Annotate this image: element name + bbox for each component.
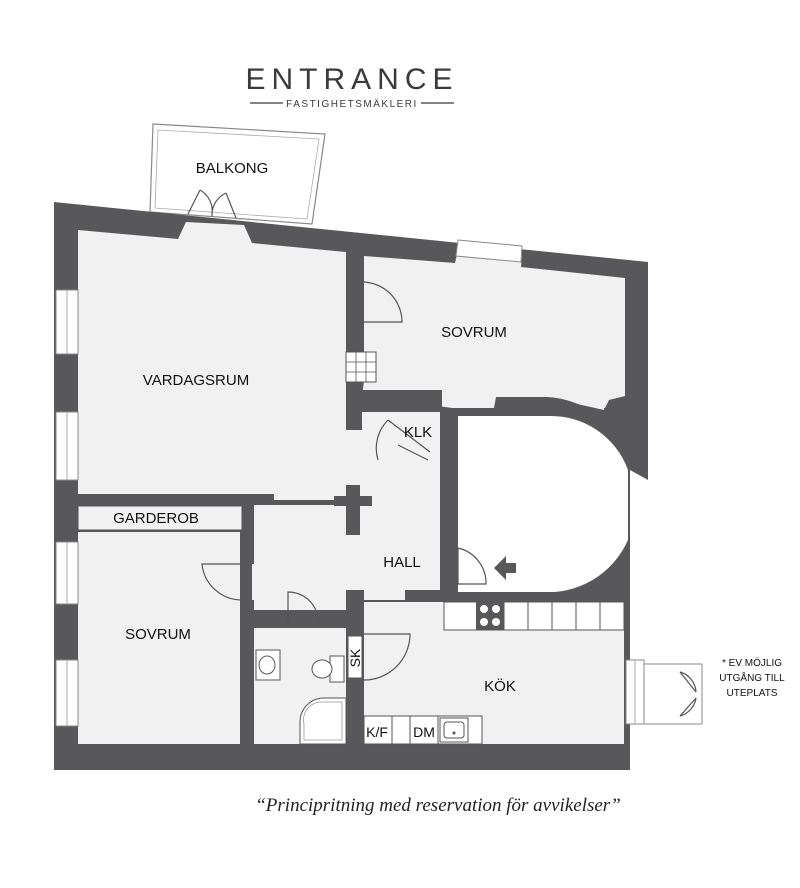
- bedroom-top-floor: [362, 250, 625, 410]
- bedroom-top-label: SOVRUM: [441, 324, 507, 341]
- toilet-icon: [311, 655, 345, 683]
- kitchen-counter-top: [443, 601, 625, 631]
- dishwasher-label: DM: [413, 724, 435, 740]
- fixtures: SK K/F DM: [77, 351, 703, 745]
- brand-logo: ENTRANCE FASTIGHETSMÄKLERI: [245, 63, 458, 110]
- kitchen-label: KÖK: [484, 677, 516, 695]
- balcony-door: [187, 189, 237, 219]
- cabinet-sk: SK: [347, 635, 363, 679]
- doors: [201, 281, 516, 681]
- wardrobe-label: GARDEROB: [113, 510, 199, 527]
- entrance-cutout: [458, 415, 628, 593]
- fridge-freezer-label: K/F: [366, 724, 388, 740]
- stove-icon: [476, 602, 504, 630]
- entrance-arrow-icon: [494, 556, 516, 580]
- balcony: BALKONG: [149, 123, 326, 225]
- door-kitchen: [363, 633, 411, 681]
- klk-floor: [362, 412, 440, 460]
- brand-tagline: FASTIGHETSMÄKLERI: [286, 98, 418, 110]
- door-klk: [375, 419, 431, 461]
- radiator-grid-icon: [345, 351, 377, 383]
- room-labels: VARDAGSRUM SOVRUM KLK GARDEROB HALL SOVR…: [113, 324, 516, 695]
- disclaimer-caption: “Principritning med reservation för avvi…: [255, 795, 621, 816]
- patio-note-line2: UTGÅNG TILL: [719, 671, 785, 684]
- kitchen-sink-icon: [439, 717, 469, 743]
- hall-label: HALL: [383, 554, 421, 571]
- patio-note: * EV MÖJLIG UTGÅNG TILL UTEPLATS: [719, 657, 785, 699]
- window-top-bedroom: [455, 239, 523, 263]
- bedroom-bottom-label: SOVRUM: [125, 626, 191, 643]
- door-bathroom: [287, 591, 319, 627]
- wardrobe-floor: [78, 506, 242, 530]
- door-entrance: [457, 547, 487, 585]
- living-room-label: VARDAGSRUM: [143, 372, 249, 389]
- klk-label: KLK: [404, 424, 432, 441]
- door-bedroom-bottom: [201, 563, 243, 601]
- door-bedroom-top: [361, 281, 403, 323]
- shower-icon: [299, 697, 347, 745]
- bathroom-sink-icon: [255, 649, 281, 681]
- brand-name: ENTRANCE: [245, 63, 458, 96]
- patio-note-line3: UTEPLATS: [727, 688, 778, 699]
- wardrobe-box: [77, 505, 243, 531]
- bedroom-bottom-floor: [78, 532, 240, 744]
- balcony-label: BALKONG: [196, 160, 269, 177]
- patio-note-line1: * EV MÖJLIG: [722, 657, 782, 669]
- windows: [55, 239, 645, 727]
- patio-door: [643, 663, 703, 725]
- cabinet-sk-label: SK: [347, 648, 363, 667]
- living-room-floor: [78, 222, 346, 500]
